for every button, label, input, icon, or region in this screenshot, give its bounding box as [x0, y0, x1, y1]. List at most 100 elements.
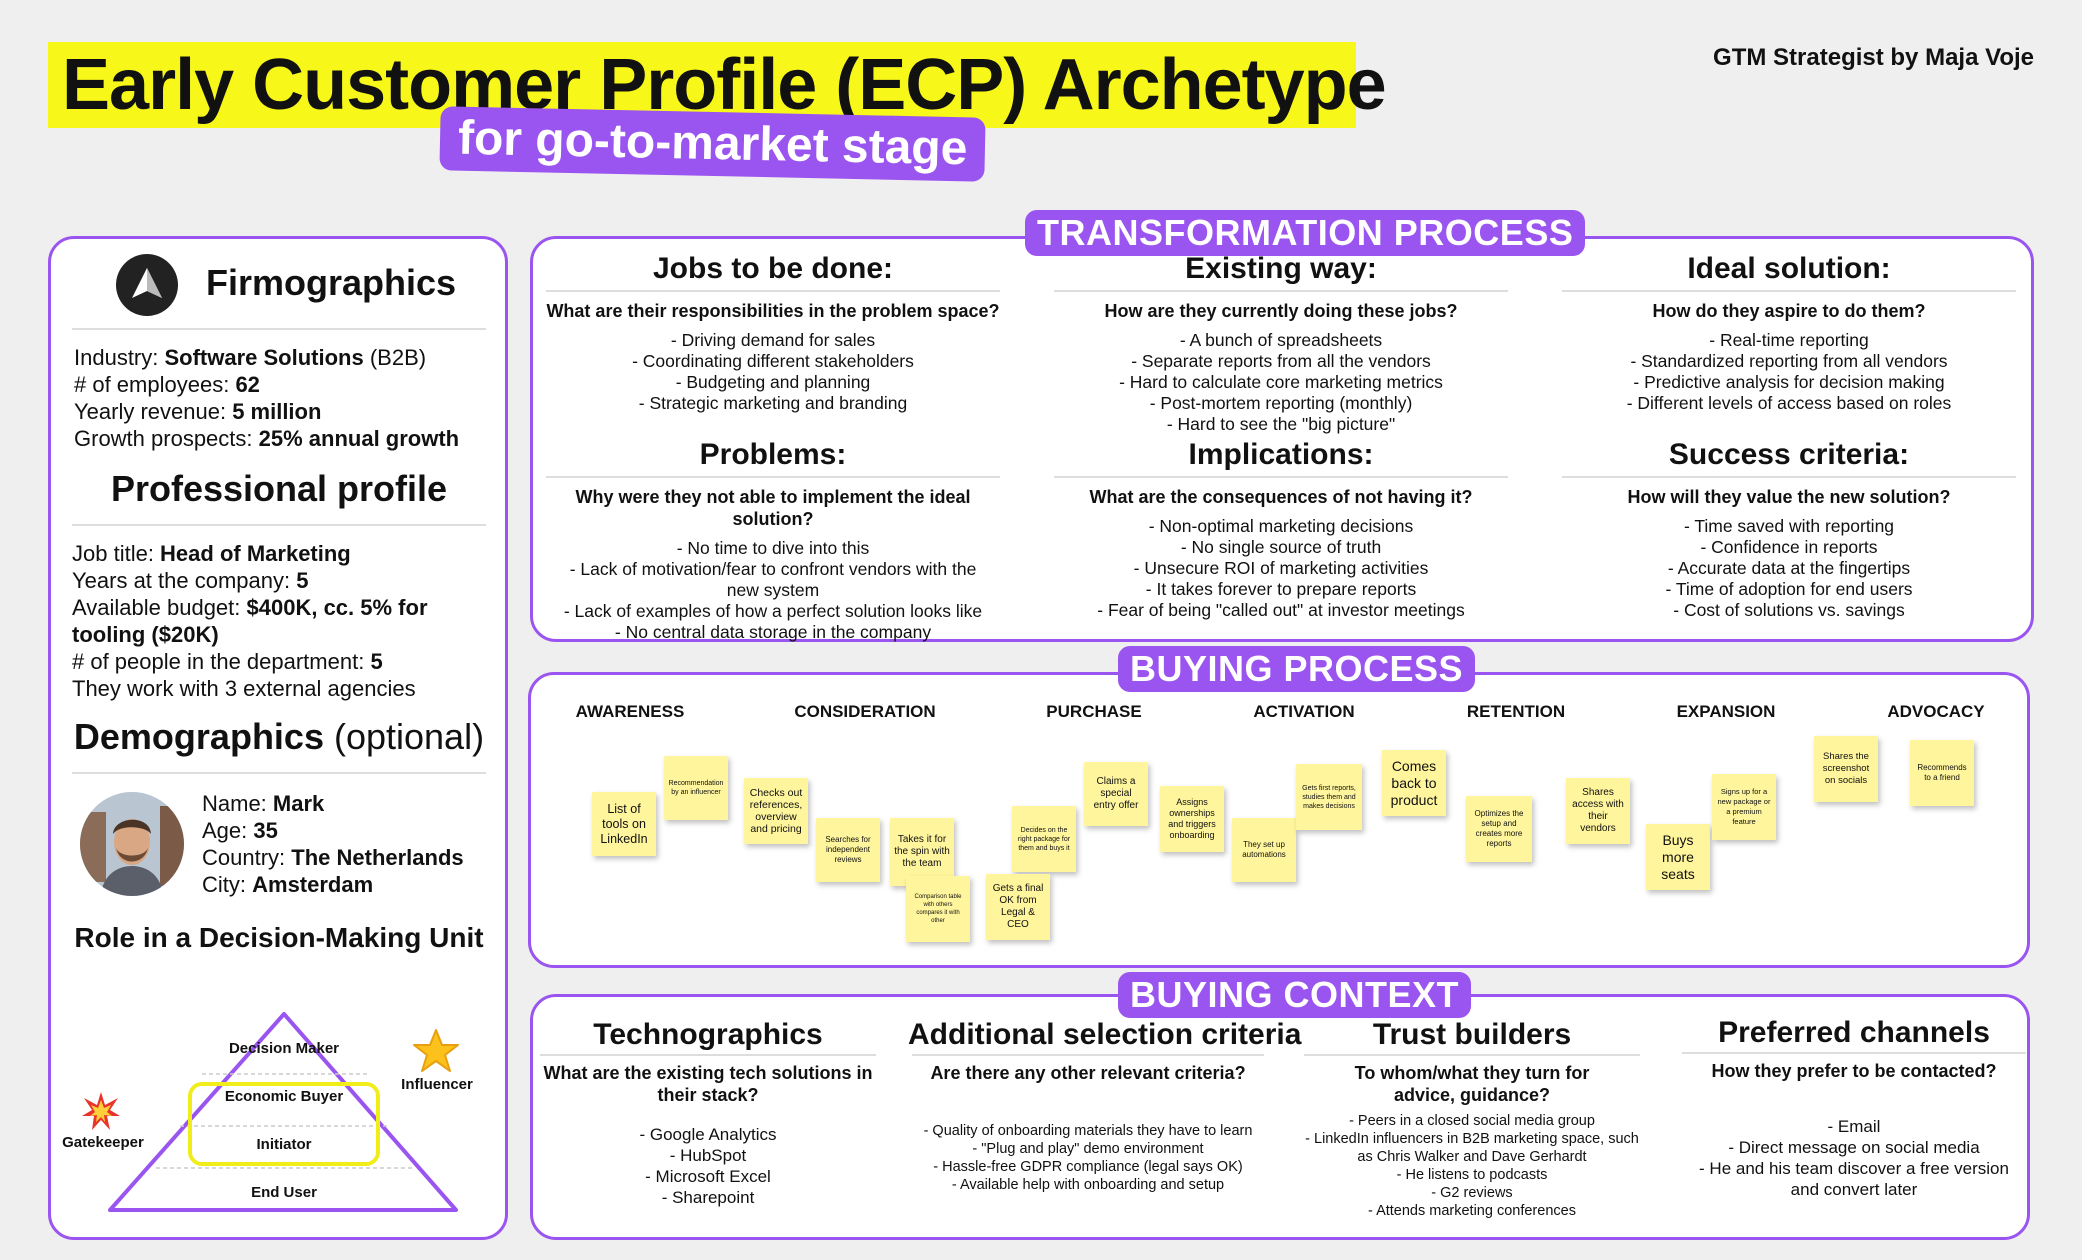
sticky-note: Comes back to product [1382, 750, 1446, 816]
dmu-end-user: End User [251, 1184, 317, 1201]
stage-retention: RETENTION [1466, 702, 1566, 721]
divider [1304, 1054, 1640, 1056]
star-icon [413, 1029, 459, 1072]
dmu-title: Role in a Decision-Making Unit [74, 922, 484, 953]
job-line: Job title: Head of Marketing [72, 541, 351, 566]
technographics-column: Technographics What are the existing tec… [536, 1018, 880, 1208]
success-criteria-column: Success criteria: How will they value th… [1562, 438, 2016, 621]
sticky-note: Comparison table with others compares it… [906, 876, 970, 942]
sticky-note: Shares access with their vendors [1566, 778, 1630, 844]
city-line: City: Amsterdam [202, 872, 374, 897]
ideal-solution-title: Ideal solution: [1687, 252, 1891, 285]
sticky-note: Decides on the right package for them an… [1012, 806, 1076, 872]
dmu-influencer: Influencer [401, 1076, 473, 1093]
buying-context-panel [530, 994, 2030, 1240]
problems-column: Problems: Why were they not able to impl… [546, 438, 1000, 643]
success-criteria-question: How will they value the new solution? [1627, 487, 1951, 507]
country-line: Country: The Netherlands [202, 845, 464, 870]
dmu-gatekeeper: Gatekeeper [62, 1134, 144, 1151]
ideal-solution-question: How do they aspire to do them? [1652, 301, 1926, 321]
technographics-question: What are the existing tech solutions in … [543, 1063, 873, 1105]
author-credit: GTM Strategist by Maja Voje [1713, 44, 2034, 71]
preferred-channels-items: - Email - Direct message on social media… [1699, 1117, 2009, 1199]
existing-way-items: - A bunch of spreadsheets - Separate rep… [1119, 330, 1443, 434]
problems-items: - No time to dive into this - Lack of mo… [563, 538, 983, 642]
technographics-items: - Google Analytics - HubSpot - Microsoft… [639, 1125, 777, 1207]
preferred-channels-title: Preferred channels [1718, 1016, 1990, 1049]
sticky-note: Assigns ownerships and triggers onboardi… [1160, 786, 1224, 852]
preferred-channels-column: Preferred channels How they prefer to be… [1674, 1016, 2034, 1200]
stage-consideration: CONSIDERATION [794, 702, 936, 721]
years-line: Years at the company: 5 [72, 568, 309, 593]
success-criteria-items: - Time saved with reporting - Confidence… [1665, 516, 1913, 620]
buying-process-tag: BUYING PROCESS [1118, 646, 1476, 692]
jobs-question: What are their responsibilities in the p… [546, 301, 1000, 321]
budget-line: Available budget: $400K, cc. 5% for [72, 595, 428, 620]
demographics-list: Name: Mark Age: 35 Country: The Netherla… [202, 790, 464, 898]
jobs-column: Jobs to be done: What are their responsi… [546, 252, 1000, 414]
sticky-note: Claims a special entry offer [1084, 762, 1148, 826]
transformation-tag: TRANSFORMATION PROCESS [1025, 210, 1586, 256]
problems-title: Problems: [699, 438, 847, 471]
stage-advocacy: ADVOCACY [1887, 702, 1985, 721]
dmu-pyramid [108, 1012, 458, 1212]
professional-title: Professional profile [110, 468, 448, 509]
firmographics-title: Firmographics [206, 262, 457, 303]
sticky-note: Checks out references, overview and pric… [744, 778, 808, 844]
implications-items: - Non-optimal marketing decisions - No s… [1097, 516, 1465, 620]
burst-icon [82, 1092, 120, 1130]
preferred-channels-question: How they prefer to be contacted? [1711, 1061, 1997, 1081]
selection-criteria-items: - Quality of onboarding materials they h… [923, 1123, 1253, 1193]
jobs-items: - Driving demand for sales - Coordinatin… [632, 330, 914, 413]
people-line: # of people in the department: 5 [72, 649, 383, 674]
divider [1054, 476, 1508, 478]
implications-question: What are the consequences of not having … [1089, 487, 1473, 507]
sticky-note: Optimizes the setup and creates more rep… [1466, 796, 1532, 862]
divider [1682, 1052, 2026, 1054]
subtitle-badge: for go-to-market stage [439, 106, 987, 182]
agencies-line: They work with 3 external agencies [72, 676, 416, 701]
sticky-note: Takes it for the spin with the team [890, 818, 954, 886]
divider [546, 476, 1000, 478]
jobs-title: Jobs to be done: [653, 252, 893, 285]
dmu-initiator: Initiator [256, 1136, 312, 1153]
age-line: Age: 35 [202, 818, 278, 843]
existing-way-question: How are they currently doing these jobs? [1104, 301, 1458, 321]
sticky-note: Searches for independent reviews [816, 818, 880, 882]
divider [540, 1054, 876, 1056]
dmu-decision-maker: Decision Maker [228, 1040, 340, 1057]
sticky-note: Gets first reports, studies them and mak… [1296, 764, 1362, 830]
sticky-note: Recommendation by an influencer [664, 756, 728, 820]
revenue-line: Yearly revenue: 5 million [74, 399, 322, 424]
name-line: Name: Mark [202, 791, 325, 816]
trust-builders-title: Trust builders [1372, 1018, 1572, 1051]
divider [1054, 290, 1508, 292]
avatar [80, 792, 184, 896]
existing-way-column: Existing way: How are they currently doi… [1054, 252, 1508, 435]
selection-criteria-question: Are there any other relevant criteria? [930, 1063, 1246, 1083]
buying-context-tag: BUYING CONTEXT [1118, 972, 1472, 1018]
stage-activation: ACTIVATION [1253, 702, 1355, 721]
demographics-title: Demographics (optional) [73, 716, 485, 757]
implications-column: Implications: What are the consequences … [1054, 438, 1508, 621]
trust-builders-column: Trust builders To whom/what they turn fo… [1296, 1018, 1648, 1220]
ideal-solution-column: Ideal solution: How do they aspire to do… [1562, 252, 2016, 414]
sticky-note: Gets a final OK from Legal & CEO [986, 874, 1050, 940]
trust-builders-question: To whom/what they turn for advice, guida… [1354, 1063, 1590, 1105]
sticky-note: Shares the screenshot on socials [1814, 736, 1878, 802]
growth-line: Growth prospects: 25% annual growth [74, 426, 460, 451]
firmographics-icon [116, 254, 178, 316]
divider [72, 328, 486, 330]
divider [546, 290, 1000, 292]
divider [1562, 290, 2016, 292]
stage-awareness: AWARENESS [575, 702, 685, 721]
profile-panel [48, 236, 508, 1240]
budget-line-2: tooling ($20K) [72, 622, 219, 647]
stage-purchase: PURCHASE [1046, 702, 1142, 721]
existing-way-title: Existing way: [1185, 252, 1377, 285]
sticky-note: Buys more seats [1646, 824, 1710, 890]
trust-builders-items: - Peers in a closed social media group -… [1305, 1113, 1639, 1219]
page-subtitle: for go-to-market stage [457, 111, 968, 176]
selection-criteria-title: Additional selection criteria [908, 1018, 1302, 1051]
selection-criteria-column: Additional selection criteria Are there … [908, 1018, 1302, 1194]
